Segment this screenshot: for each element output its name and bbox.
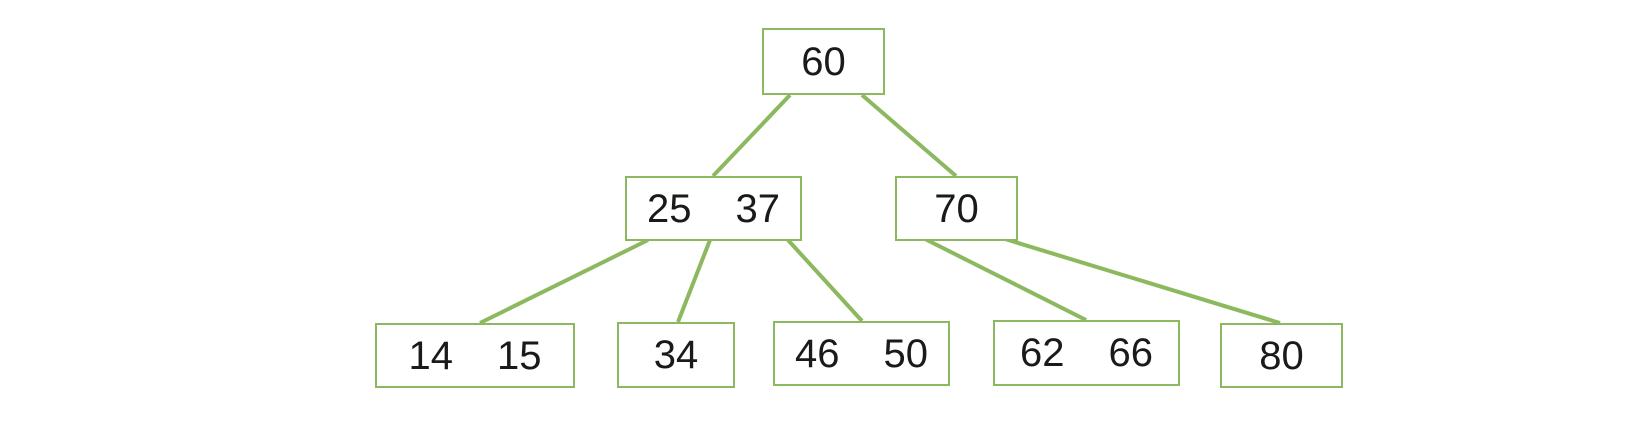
node-key: 15: [497, 333, 542, 378]
tree-node-60: 60: [762, 28, 885, 95]
node-key: 37: [735, 186, 781, 231]
node-key: 80: [1259, 333, 1304, 378]
tree-node-62-66: 62 66: [993, 320, 1180, 386]
node-key: 70: [934, 186, 979, 231]
tree-edge-25-37-to-34: [676, 239, 712, 323]
tree-node-34: 34: [617, 322, 735, 388]
tree-edge-70-to-80: [1004, 237, 1281, 325]
node-key: 14: [408, 333, 454, 378]
node-key: 66: [1108, 331, 1154, 375]
node-key: 62: [1020, 331, 1065, 375]
tree-node-70: 70: [895, 176, 1018, 241]
tree-node-25-37: 25 37: [625, 176, 802, 241]
tree-edge-25-37-to-46-50: [786, 238, 864, 323]
tree-edge-60-to-70: [860, 93, 958, 178]
node-key: 50: [883, 331, 929, 376]
node-key: 34: [653, 333, 699, 377]
node-key: 25: [647, 186, 692, 231]
node-key: 46: [795, 331, 840, 376]
tree-node-46-50: 46 50: [773, 321, 950, 386]
tree-edge-25-37-to-14-15: [479, 238, 649, 325]
tree-edge-70-to-62-66: [924, 237, 1087, 322]
tree-node-80: 80: [1220, 323, 1343, 388]
tree-edge-60-to-25-37: [711, 93, 792, 178]
tree-node-14-15: 14 15: [375, 323, 575, 388]
node-key: 60: [801, 39, 846, 84]
